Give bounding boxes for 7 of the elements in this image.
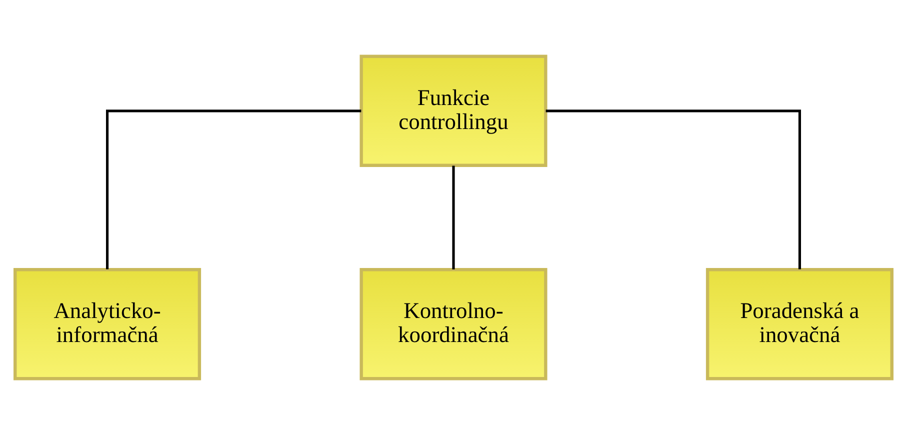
node-box: Kontrolno-koordinačná (360, 268, 548, 380)
connector (546, 109, 801, 269)
node-box: Funkcie controllingu (360, 54, 548, 166)
connector (452, 165, 455, 269)
node-box: Poradenská a inovačná (706, 268, 894, 380)
connector (106, 109, 362, 269)
node-box: Analyticko-informačná (14, 268, 202, 380)
